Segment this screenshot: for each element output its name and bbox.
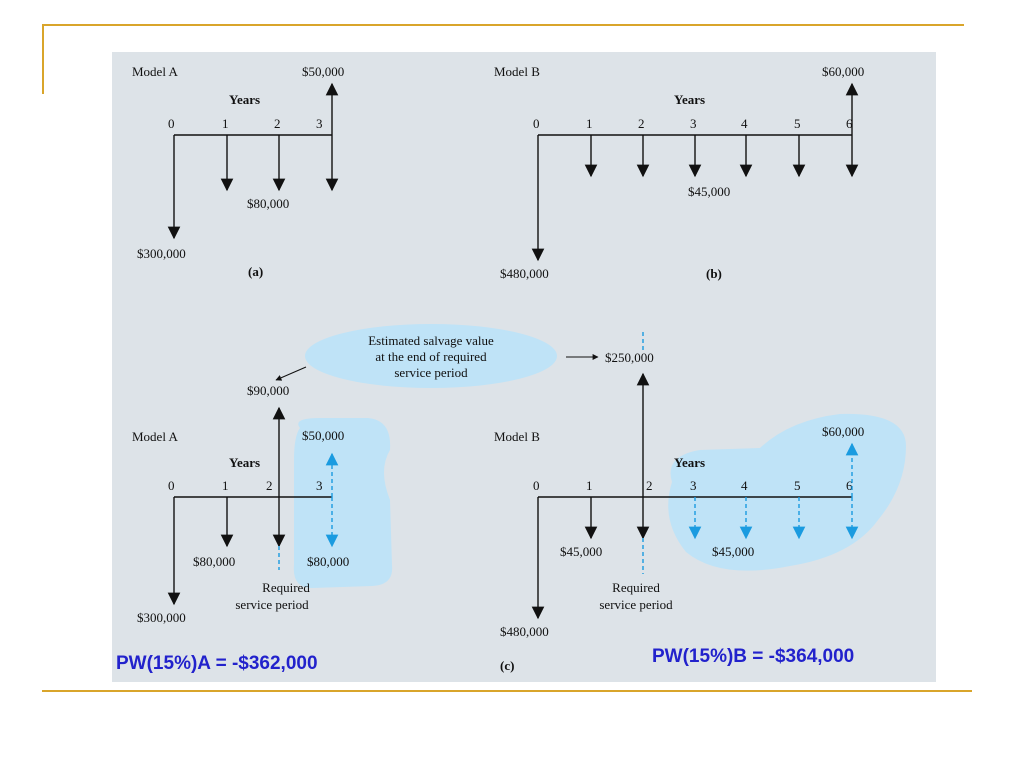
value-ac-bottom: $300,000 bbox=[137, 610, 186, 625]
year-tick-b-4: 4 bbox=[741, 116, 748, 131]
highlight-region-a bbox=[293, 418, 393, 588]
value-a-mid: $80,000 bbox=[247, 196, 289, 211]
model-a-label: Model A bbox=[132, 64, 178, 79]
value-bc-top: $60,000 bbox=[822, 424, 864, 439]
year-tick-a-0: 0 bbox=[168, 116, 175, 131]
callout-line-1: Estimated salvage value bbox=[368, 333, 494, 348]
model-b-label: Model B bbox=[494, 64, 540, 79]
value-bc-bottom: $480,000 bbox=[500, 624, 549, 639]
year-tick-ac-0: 0 bbox=[168, 478, 175, 493]
year-tick-b-5: 5 bbox=[794, 116, 801, 131]
year-tick-bc-6: 6 bbox=[846, 478, 853, 493]
years-label-b-c: Years bbox=[674, 455, 705, 470]
value-b-mid: $45,000 bbox=[688, 184, 730, 199]
caption-c: (c) bbox=[500, 658, 514, 673]
pw-result-a: PW(15%)A = -$362,000 bbox=[116, 653, 318, 674]
model-b-label-c: Model B bbox=[494, 429, 540, 444]
value-b-bottom: $480,000 bbox=[500, 266, 549, 281]
caption-b: (b) bbox=[706, 266, 722, 281]
year-tick-b-1: 1 bbox=[586, 116, 593, 131]
value-ac-cost3: $80,000 bbox=[307, 554, 349, 569]
salvage-callout bbox=[305, 324, 557, 388]
callout-pointer-left bbox=[275, 366, 307, 381]
years-label-b: Years bbox=[674, 92, 705, 107]
year-tick-a-3: 3 bbox=[316, 116, 323, 131]
value-b-top: $60,000 bbox=[822, 64, 864, 79]
diagram-c: Estimated salvage value at the end of re… bbox=[132, 324, 906, 673]
diagram-a: Model A Years 0 1 2 3 $50,000 $80,000 $3… bbox=[132, 64, 344, 279]
year-tick-bc-1: 1 bbox=[586, 478, 593, 493]
year-tick-a-2: 2 bbox=[274, 116, 281, 131]
year-tick-b-0: 0 bbox=[533, 116, 540, 131]
top-accent-line bbox=[42, 24, 964, 26]
required-label-b-1: Required bbox=[612, 580, 660, 595]
year-tick-ac-2: 2 bbox=[266, 478, 273, 493]
value-bc-cost1: $45,000 bbox=[560, 544, 602, 559]
year-tick-b-6: 6 bbox=[846, 116, 853, 131]
callout-line-3: service period bbox=[394, 365, 468, 380]
year-tick-bc-3: 3 bbox=[690, 478, 697, 493]
value-bc-cost-later: $45,000 bbox=[712, 544, 754, 559]
years-label-a-c: Years bbox=[229, 455, 260, 470]
year-tick-a-1: 1 bbox=[222, 116, 229, 131]
year-tick-b-2: 2 bbox=[638, 116, 645, 131]
callout-line-2: at the end of required bbox=[375, 349, 487, 364]
diagram-b: Model B Years 0 1 2 3 4 5 6 $60,000 $45,… bbox=[494, 64, 864, 281]
pw-result-b: PW(15%)B = -$364,000 bbox=[652, 646, 854, 667]
value-ac-salvage: $90,000 bbox=[247, 383, 289, 398]
required-label-b-2: service period bbox=[599, 597, 673, 612]
year-tick-b-3: 3 bbox=[690, 116, 697, 131]
year-tick-ac-3: 3 bbox=[316, 478, 323, 493]
value-ac-top: $50,000 bbox=[302, 428, 344, 443]
years-label-a: Years bbox=[229, 92, 260, 107]
value-a-top: $50,000 bbox=[302, 64, 344, 79]
left-accent-line bbox=[42, 24, 44, 94]
value-ac-cost1: $80,000 bbox=[193, 554, 235, 569]
year-tick-bc-2: 2 bbox=[646, 478, 653, 493]
year-tick-bc-5: 5 bbox=[794, 478, 801, 493]
bottom-accent-line bbox=[42, 690, 972, 692]
year-tick-bc-4: 4 bbox=[741, 478, 748, 493]
required-label-a-2: service period bbox=[235, 597, 309, 612]
year-tick-bc-0: 0 bbox=[533, 478, 540, 493]
caption-a: (a) bbox=[248, 264, 263, 279]
value-a-bottom: $300,000 bbox=[137, 246, 186, 261]
value-bc-salvage: $250,000 bbox=[605, 350, 654, 365]
year-tick-ac-1: 1 bbox=[222, 478, 229, 493]
highlight-region-b bbox=[668, 413, 906, 571]
required-label-a-1: Required bbox=[262, 580, 310, 595]
model-a-label-c: Model A bbox=[132, 429, 178, 444]
